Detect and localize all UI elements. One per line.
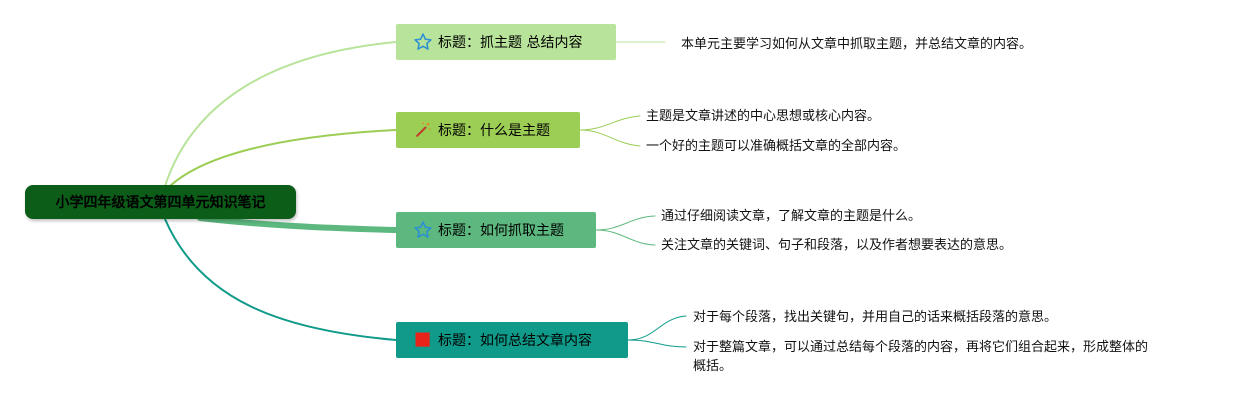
leaf-3-1: 通过仔细阅读文章，了解文章的主题是什么。	[661, 209, 922, 224]
star-outline-icon	[412, 219, 434, 241]
root-to-branch-2-line	[169, 129, 397, 187]
root-to-branch-1-line	[164, 41, 397, 187]
leaf-4-1: 对于每个段落，找出关键句，并用自己的话来概括段落的意思。	[693, 310, 1058, 325]
branch-2-to-leaf-2-line	[579, 129, 641, 147]
leaf-4-2: 对于整篇文章，可以通过总结每个段落的内容，再将它们组合起来，形成整体的	[693, 340, 1149, 355]
branch-2-to-leaf-1-line	[579, 115, 641, 131]
root-to-branch-3-line	[197, 215, 399, 233]
root-topic-label: 小学四年级语文第四单元知识笔记	[55, 195, 266, 211]
branch-topic-4-label: 标题：如何总结文章内容	[438, 333, 592, 349]
branch-topic-3[interactable]: 标题：如何抓取主题	[396, 212, 596, 248]
branch-topic-1[interactable]: 标题：抓主题 总结内容	[396, 24, 616, 60]
leaf-4-3: 概括。	[693, 359, 733, 374]
branch-4-to-leaf-2-line	[627, 339, 687, 348]
branch-3-to-leaf-1-line	[595, 215, 656, 231]
branch-topic-3-label: 标题：如何抓取主题	[438, 223, 564, 239]
root-to-branch-4-line	[164, 218, 397, 341]
leaf-3-2: 关注文章的关键词、句子和段落，以及作者想要表达的意思。	[661, 238, 1013, 253]
branch-4-to-leaf-1-line	[627, 315, 687, 341]
root-topic[interactable]: 小学四年级语文第四单元知识笔记	[25, 185, 296, 219]
leaf-2-1: 主题是文章讲述的中心思想或核心内容。	[646, 109, 881, 124]
red-flag-icon	[412, 329, 434, 351]
leaf-1-1: 本单元主要学习如何从文章中抓取主题，并总结文章的内容。	[681, 37, 1033, 52]
magic-wand-icon	[412, 119, 434, 141]
leaf-2-2: 一个好的主题可以准确概括文章的全部内容。	[646, 139, 907, 154]
branch-topic-2[interactable]: 标题：什么是主题	[396, 112, 580, 148]
star-outline-icon	[412, 31, 434, 53]
branch-topic-2-label: 标题：什么是主题	[438, 123, 550, 139]
branch-topic-4[interactable]: 标题：如何总结文章内容	[396, 322, 628, 358]
branch-topic-1-label: 标题：抓主题 总结内容	[438, 35, 583, 51]
branch-3-to-leaf-2-line	[595, 229, 656, 246]
